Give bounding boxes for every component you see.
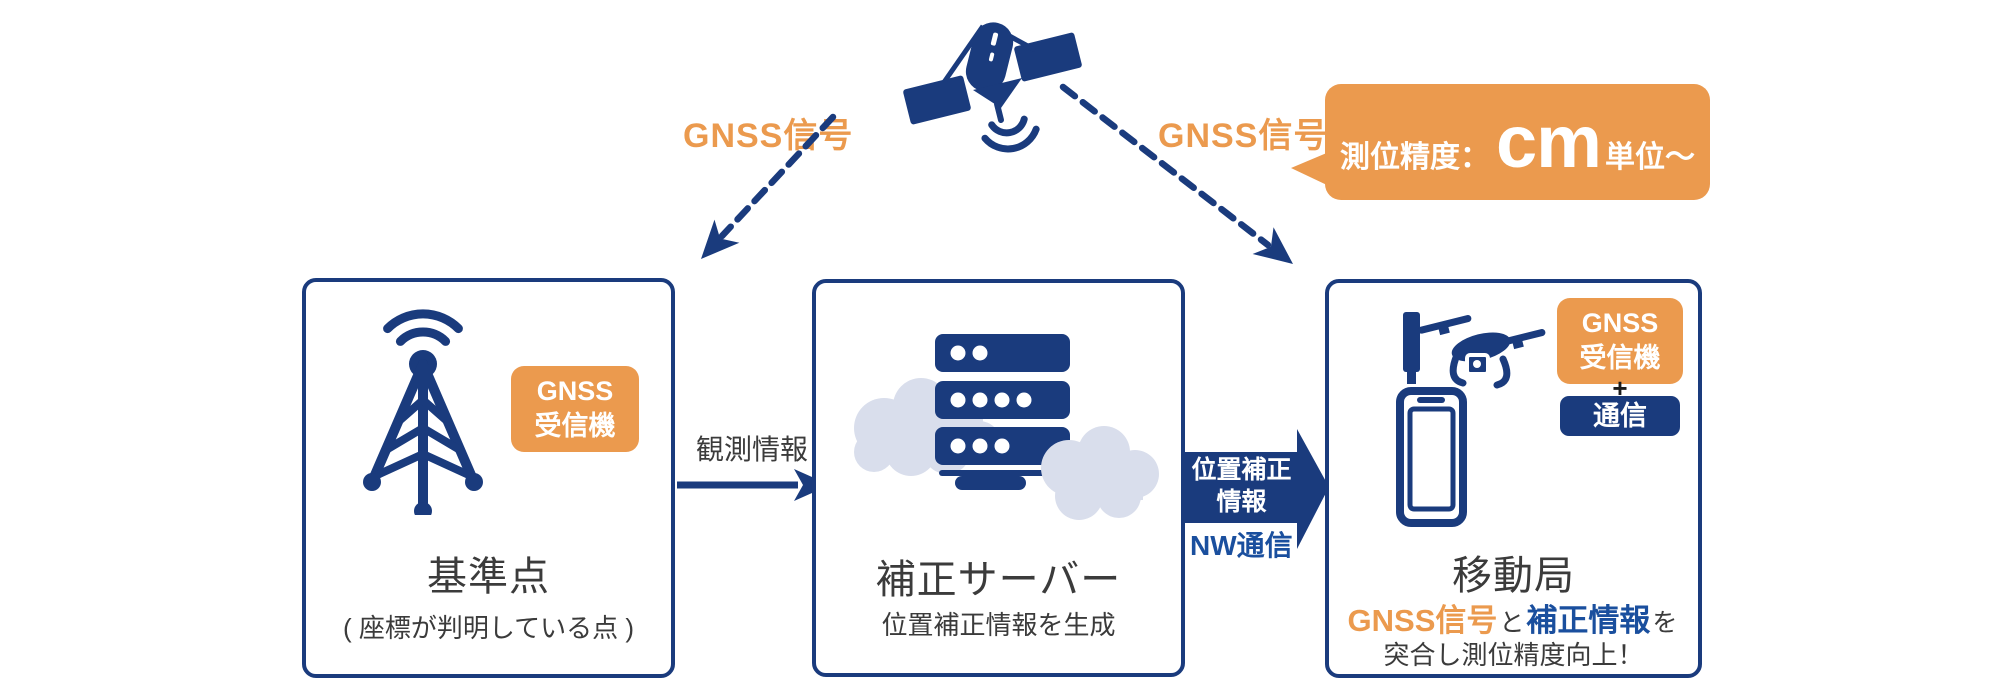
observation-info-label: 観測情報 [695, 434, 808, 465]
base-station-subtitle: ( 座標が判明している点 ) [343, 613, 634, 643]
server-cloud-icon [854, 334, 1159, 520]
cloud-right [1041, 426, 1159, 520]
base-gnss-receiver-badge: GNSS 受信機 [511, 366, 639, 453]
rover-title: 移動局 [1452, 554, 1575, 598]
radio-tower-icon [363, 309, 483, 515]
correction-server-title: 補正サーバー [875, 558, 1122, 602]
satellite-icon [903, 22, 1082, 153]
observation-arrow [677, 469, 830, 501]
dashed-arrow-to-base [701, 113, 837, 259]
correction-block-arrow [1185, 429, 1329, 549]
accuracy-bubble: 測位精度： cm 単位〜 [1325, 84, 1710, 200]
rover-badge-line2: 受信機 [1579, 343, 1661, 374]
accuracy-bubble-suffix: 単位〜 [1604, 141, 1695, 174]
rover-gnss-receiver-badge: GNSS 受信機 [1557, 298, 1683, 385]
rover-result-line: GNSS信号 と 補正情報 を [1329, 595, 1698, 640]
correction-info-label: 位置補正 情報 [1185, 454, 1298, 518]
result-wo: を [1652, 609, 1678, 637]
gnss-signal-label-right: GNSS信号 [1158, 117, 1329, 155]
correction-info-line1: 位置補正 [1191, 456, 1292, 484]
result-gnss-signal: GNSS信号 [1347, 603, 1498, 638]
nw-comm-label: NW通信 [1190, 530, 1293, 561]
rover-comm-badge: 通信 [1560, 396, 1680, 436]
drone [1417, 315, 1546, 389]
base-station-box: GNSS 受信機 基準点 ( 座標が判明している点 ) [302, 278, 675, 678]
smartphone-drone-icon [1396, 312, 1546, 527]
dashed-arrow-to-rover [1059, 83, 1293, 264]
plus-sign: + [1612, 373, 1628, 403]
correction-server-subtitle: 位置補正情報を生成 [881, 610, 1116, 640]
base-badge-line1: GNSS [536, 376, 614, 406]
rover-badge-line1: GNSS [1581, 308, 1659, 338]
accuracy-bubble-tail [1291, 152, 1329, 186]
accuracy-bubble-prefix: 測位精度： [1340, 141, 1491, 174]
rover-result-line2: 突合し測位精度向上！ [1383, 640, 1644, 670]
base-badge-line2: 受信機 [534, 411, 616, 442]
result-correction-info: 補正情報 [1526, 603, 1651, 638]
accuracy-bubble-value: cm [1496, 100, 1602, 183]
correction-info-line2: 情報 [1216, 488, 1267, 516]
result-and: と [1499, 609, 1525, 637]
base-station-title: 基準点 [427, 555, 550, 599]
correction-server-box: 補正サーバー 位置補正情報を生成 [812, 279, 1185, 677]
rover-box: GNSS 受信機 + 通信 移動局 GNSS信号 と 補正情報 を 突合し測位精… [1325, 279, 1702, 678]
server-stack [935, 334, 1070, 490]
